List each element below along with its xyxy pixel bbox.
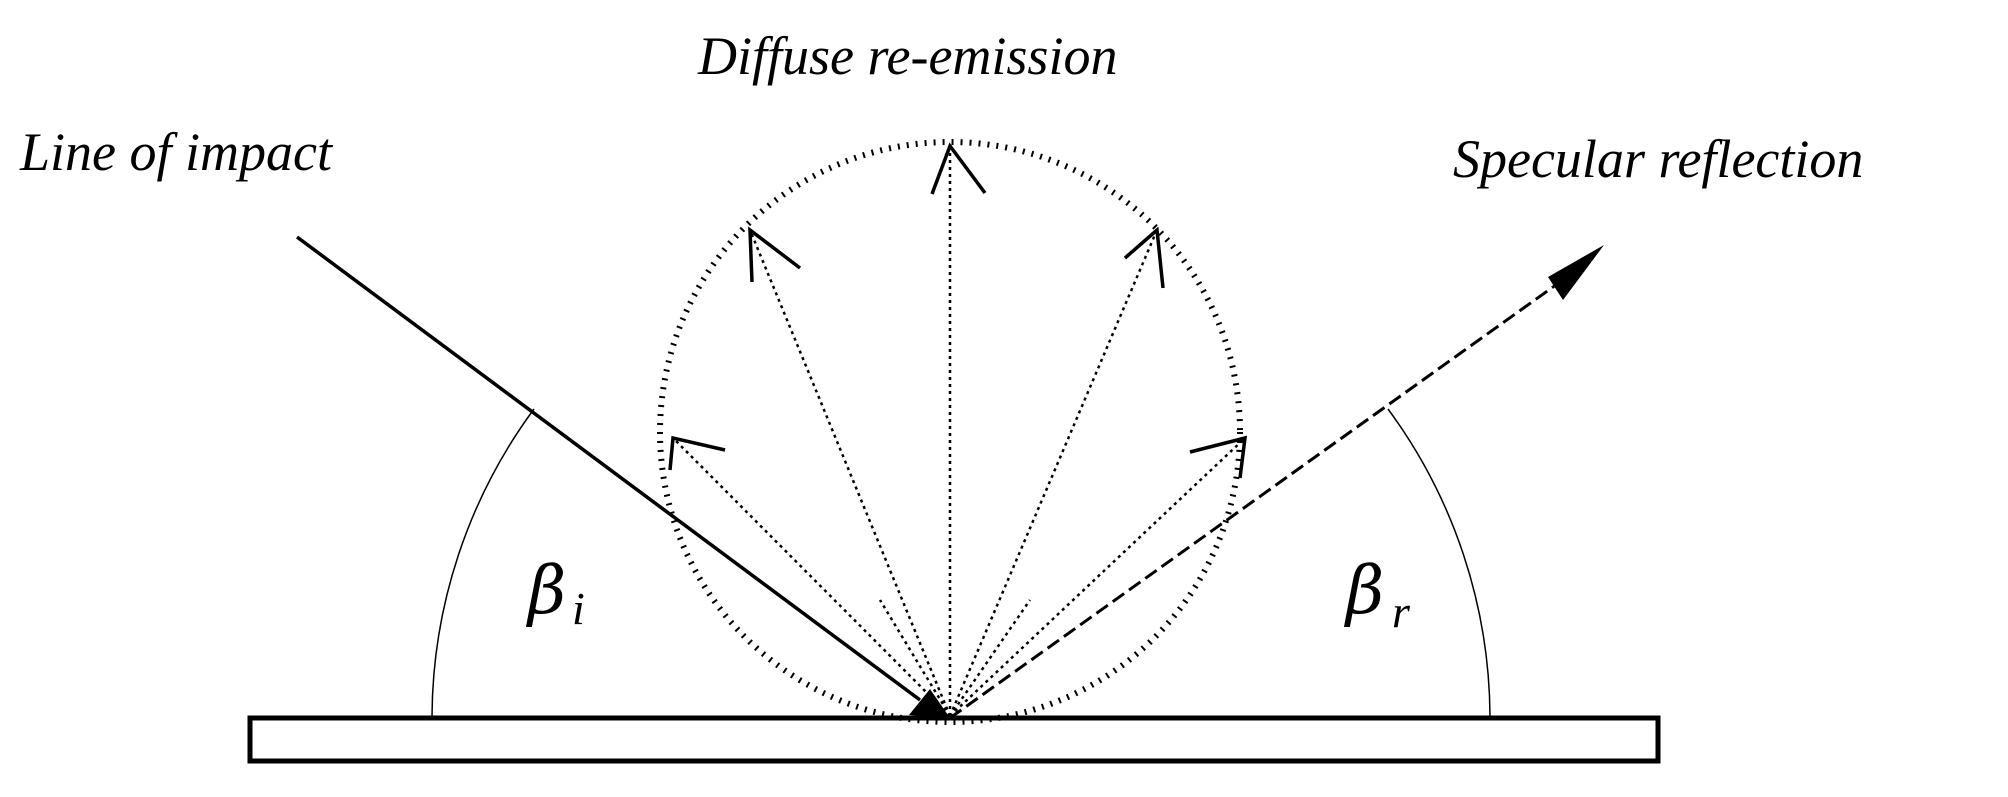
diffuse-ray-short-left xyxy=(878,599,952,717)
diffuse-arrow-lower-left xyxy=(672,437,951,717)
diffuse-label: Diffuse re-emission xyxy=(697,26,1117,86)
beta-r-label: β r xyxy=(1343,552,1411,637)
diffuse-arrows xyxy=(668,142,1248,717)
beta-r-subscript: r xyxy=(1392,586,1411,637)
impact-label: Line of impact xyxy=(19,122,334,182)
diffuse-arrowhead-upper-left xyxy=(748,226,802,283)
diffuse-arrowhead-lower-left xyxy=(668,435,726,471)
diffuse-ray-short-right xyxy=(948,599,1032,717)
incident-line xyxy=(295,235,922,702)
angle-arc-reflected xyxy=(1387,408,1491,717)
diffuse-arrowhead-center xyxy=(930,142,987,195)
specular-arrowhead xyxy=(1548,245,1604,300)
angle-arc-incident xyxy=(431,408,535,717)
diffuse-arrowhead-upper-right xyxy=(1123,226,1165,289)
diffuse-arrow-upper-left xyxy=(748,229,952,717)
beta-i-label: β i xyxy=(525,552,585,634)
beta-i-symbol: β xyxy=(525,552,566,629)
specular-label: Specular reflection xyxy=(1453,129,1863,189)
surface-plate xyxy=(247,715,1661,764)
specular-line xyxy=(949,280,1561,720)
beta-i-subscript: i xyxy=(572,583,585,634)
diffuse-circle xyxy=(657,139,1243,725)
incident-arrowhead xyxy=(909,689,950,718)
beta-r-symbol: β xyxy=(1343,552,1384,629)
diffuse-arrow-lower-right xyxy=(949,437,1246,717)
diffuse-arrowhead-lower-right xyxy=(1189,435,1248,479)
